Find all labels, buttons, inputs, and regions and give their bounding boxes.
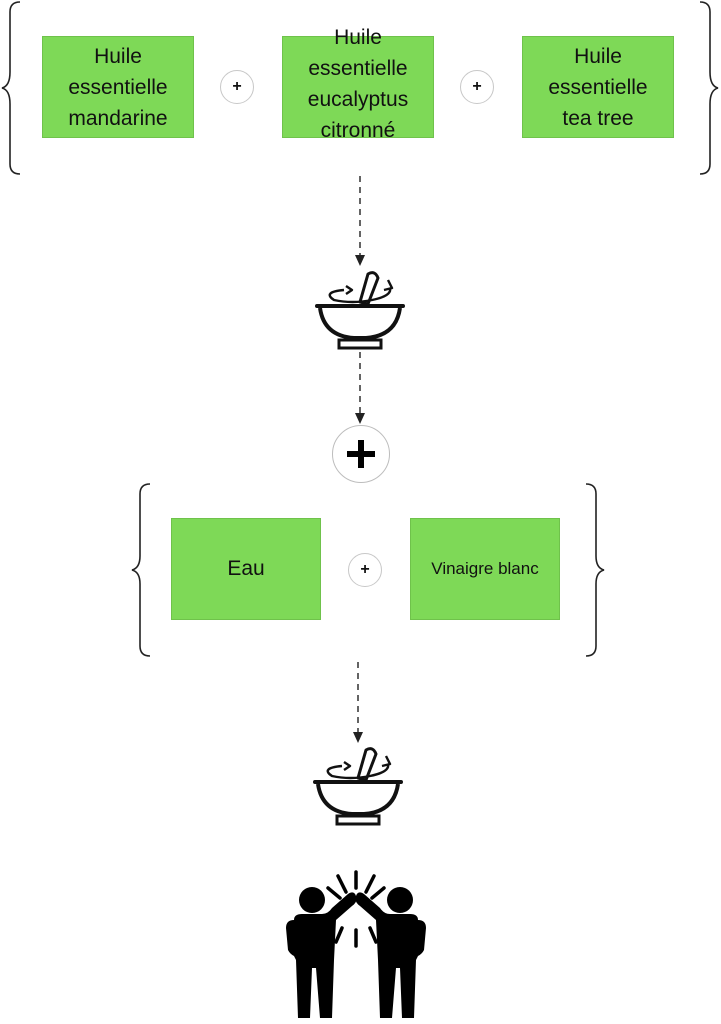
ingredient-label-line: Huile: [574, 44, 622, 68]
ingredient-label-line: Huile: [94, 44, 142, 68]
mortar-pestle-mixing-icon: [315, 271, 405, 350]
plus-circle-icon: [347, 440, 375, 468]
dashed-arrow-3: [353, 662, 363, 743]
operator-plus: +: [220, 70, 254, 104]
ingredient-box-mandarine: Huile essentielle mandarine: [42, 36, 194, 138]
ingredient-label: Vinaigre blanc: [431, 559, 539, 578]
ingredient-label-line: essentielle: [308, 57, 408, 80]
ingredient-box-tea-tree: Huile essentielle tea tree: [522, 36, 674, 138]
ingredient-label-line: eucalyptus: [307, 88, 409, 111]
brace-right-group1: [699, 1, 719, 175]
ingredient-label: Eau: [227, 557, 265, 580]
ingredient-label-line: citronné: [320, 119, 396, 142]
brace-left-group2: [131, 483, 151, 657]
brace-right-group2: [585, 483, 605, 657]
ingredient-label-line: Huile: [334, 26, 382, 49]
dashed-arrow-2: [355, 352, 365, 424]
brace-left-group1: [1, 1, 21, 175]
operator-plus: +: [348, 553, 382, 587]
dashed-arrow-1: [355, 176, 365, 266]
ingredient-label-line: mandarine: [68, 106, 168, 130]
mortar-pestle-mixing-icon: [313, 747, 403, 826]
ingredient-box-eucalyptus: Huile essentielle eucalyptus citronné: [282, 26, 434, 142]
ingredient-box-vinaigre-blanc: Vinaigre blanc: [410, 518, 560, 620]
combine-circle: [332, 425, 390, 483]
ingredient-label-line: tea tree: [562, 106, 634, 130]
ingredient-label-line: essentielle: [68, 75, 168, 99]
ingredient-box-eau: Eau: [171, 518, 321, 620]
operator-plus: +: [460, 70, 494, 104]
ingredient-label-line: essentielle: [548, 75, 648, 99]
high-five-people-icon: [286, 870, 426, 1018]
